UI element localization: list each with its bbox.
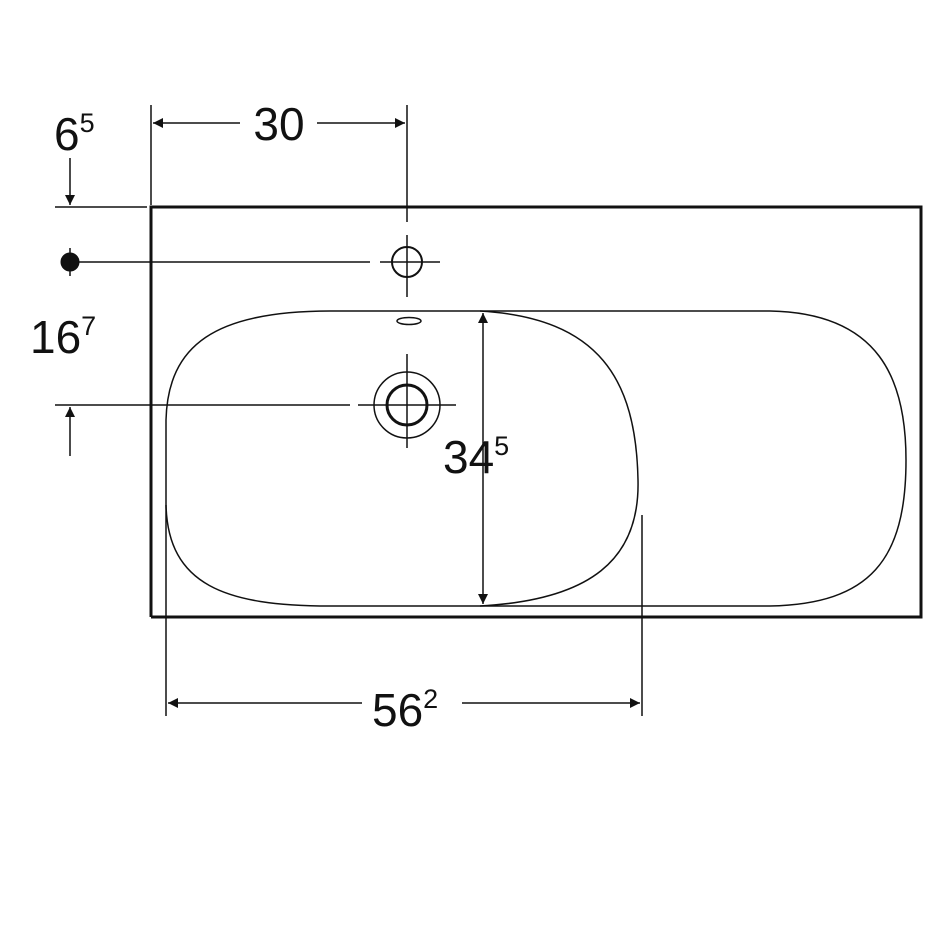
bowl-right-outline [480, 310, 907, 607]
overflow-hole [396, 316, 422, 326]
label-34-5: 345 [443, 431, 509, 483]
basin-outline [149, 205, 923, 619]
label-30: 30 [253, 98, 304, 150]
bowl-left-outline [165, 310, 639, 607]
drain-hole [358, 354, 456, 448]
label-6-5: 65 [54, 108, 95, 160]
label-16-7: 167 [30, 311, 96, 363]
faucet-hole [380, 105, 440, 297]
label-56-2: 562 [372, 684, 438, 736]
